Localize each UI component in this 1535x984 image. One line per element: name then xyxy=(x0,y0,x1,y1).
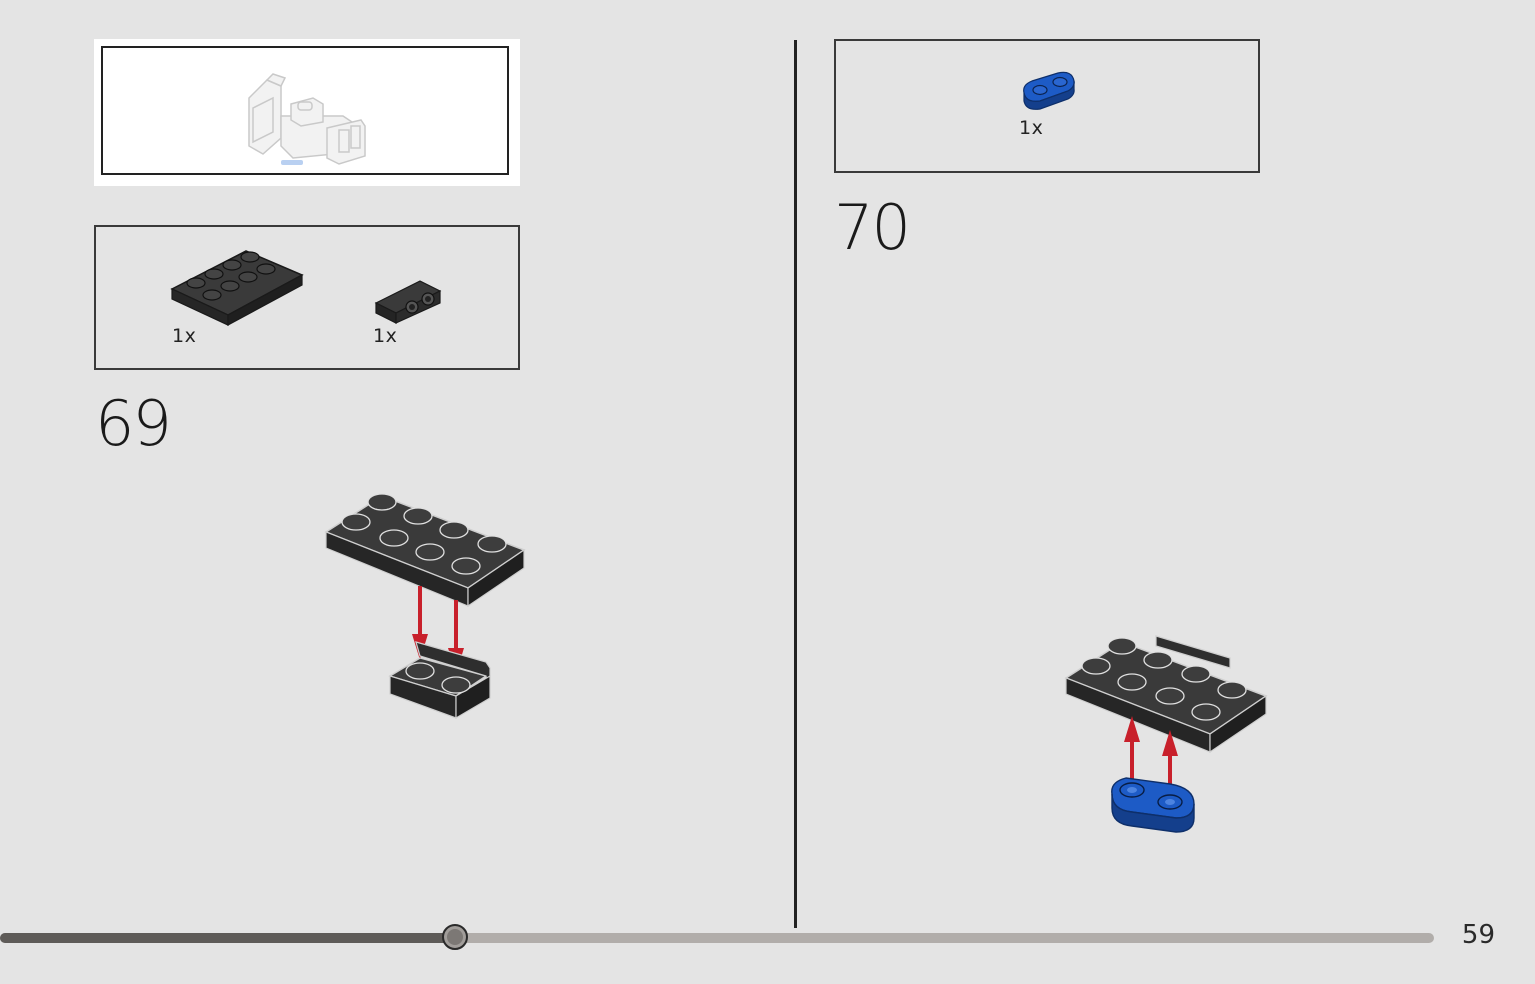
progress-fill xyxy=(0,933,455,943)
page-divider xyxy=(794,40,797,928)
blue-plate-1x2-rounded-icon xyxy=(1023,71,1075,110)
step-69-preview-frame xyxy=(101,46,509,175)
part-quantity: 1x xyxy=(172,325,197,347)
page-number: 59 xyxy=(1461,920,1495,950)
progress-track[interactable] xyxy=(0,933,1434,943)
step-number: 70 xyxy=(834,191,911,264)
step-70-assembly-illustration xyxy=(1064,635,1268,833)
step-70-parts-list: 1x xyxy=(834,39,1260,173)
part-quantity: 1x xyxy=(373,325,398,347)
step-number: 69 xyxy=(95,387,172,460)
step-69-parts-list: 1x 1x xyxy=(94,225,520,370)
progress-slider-handle[interactable] xyxy=(442,924,468,950)
part-quantity: 1x xyxy=(1019,117,1044,139)
step-69-preview-box xyxy=(94,39,520,186)
assembly-preview-icon xyxy=(248,73,366,165)
black-plate-2x4-icon xyxy=(170,250,304,327)
black-bracket-1x2-icon xyxy=(374,280,442,324)
step-69-assembly-illustration xyxy=(324,493,526,720)
